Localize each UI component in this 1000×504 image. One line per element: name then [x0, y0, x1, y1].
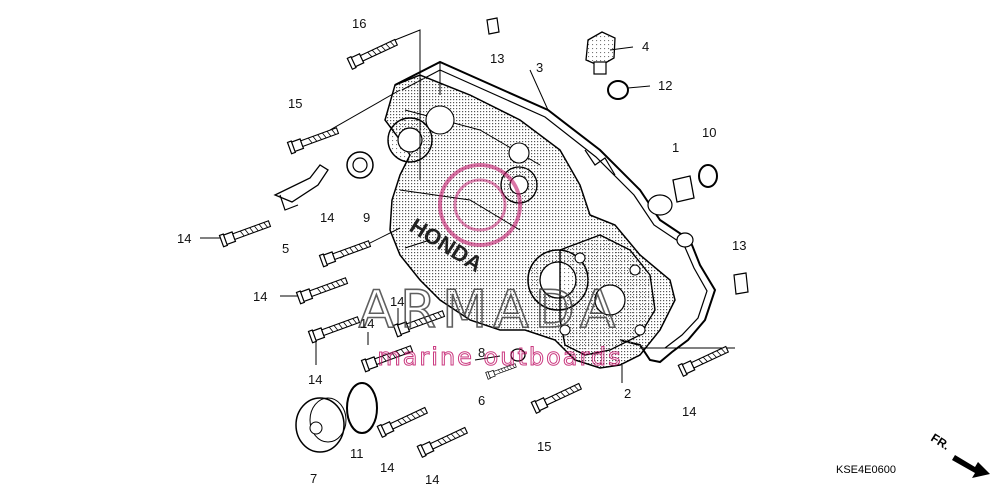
callout-11: 11 — [350, 446, 364, 461]
callout-16: 16 — [352, 16, 366, 31]
callout-10: 10 — [702, 125, 716, 140]
watermark-logo-circle — [438, 163, 522, 247]
fr-arrow-icon — [952, 455, 990, 478]
front-direction-indicator: FR. — [928, 431, 990, 478]
callout-14: 14 — [308, 372, 322, 387]
callout-14: 14 — [177, 231, 191, 246]
callout-1: 1 — [672, 140, 679, 155]
small-parts — [273, 17, 749, 453]
callout-4: 4 — [642, 39, 649, 54]
watermark-brand: ARMADA — [359, 280, 622, 340]
callout-5: 5 — [282, 241, 289, 256]
callout-7: 7 — [310, 471, 317, 486]
callout-14: 14 — [390, 294, 404, 309]
callout-2: 2 — [624, 386, 631, 401]
callout-8: 8 — [478, 345, 485, 360]
callout-14: 14 — [360, 316, 374, 331]
watermark-tagline: marine outboards — [377, 343, 622, 371]
callout-14: 14 — [425, 472, 439, 487]
callout-12: 12 — [658, 78, 672, 93]
callout-9: 9 — [363, 210, 370, 225]
callout-14: 14 — [253, 289, 267, 304]
gasket — [394, 60, 717, 364]
callout-13: 13 — [490, 51, 504, 66]
callout-6: 6 — [478, 393, 485, 408]
callout-13: 13 — [732, 238, 746, 253]
fr-label: FR. — [928, 431, 952, 453]
diagram-code: KSE4E0600 — [836, 464, 896, 476]
callout-14: 14 — [320, 210, 334, 225]
callout-14: 14 — [380, 460, 394, 475]
callout-15: 15 — [288, 96, 302, 111]
callout-15: 15 — [537, 439, 551, 454]
watermark: ARMADA marine outboards — [358, 163, 622, 372]
callout-14: 14 — [682, 404, 696, 419]
callout-labels: 16 13 3 4 12 15 1 10 9 5 14 14 13 14 14 … — [177, 16, 746, 487]
callout-3: 3 — [536, 60, 543, 75]
